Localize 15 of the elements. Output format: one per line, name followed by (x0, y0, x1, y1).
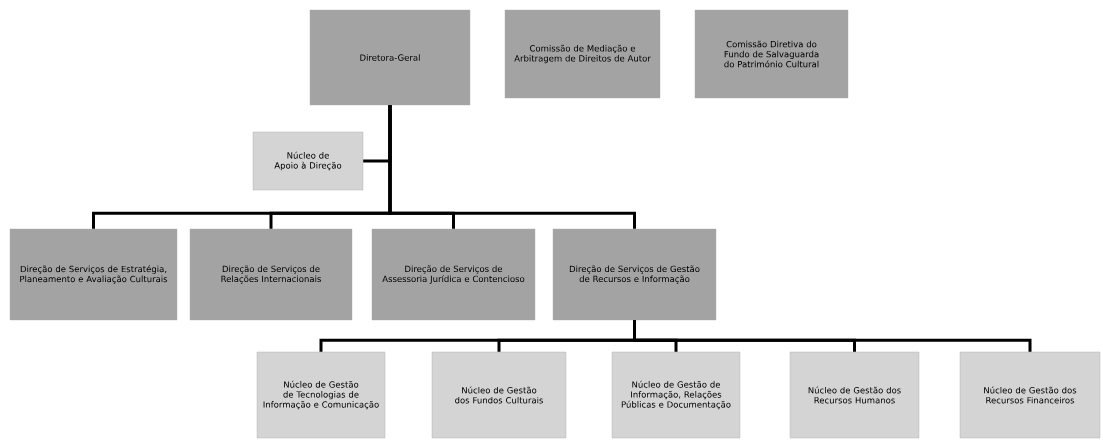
unit-box: Comissão de Mediação e Arbitragem de Direitos de Autor (504, 9, 661, 99)
unit-box: Direção de Serviços de Estratégia, Planeamento e Avaliação Culturais (9, 228, 178, 321)
connector-line (633, 320, 1032, 352)
team-box: Núcleo de Gestão dos Recursos Financeiros (959, 351, 1101, 439)
team-box: Núcleo de Gestão dos Recursos Humanos (789, 351, 920, 439)
unit-box: Direção de Serviços de Gestão de Recursos e Informação (552, 228, 717, 321)
team-box: Núcleo de Apoio à Direção (252, 131, 364, 191)
team-box: Núcleo de Gestão de Tecnologias de Informação e Comunicação (256, 351, 386, 439)
team-box: Núcleo de Gestão de Informação, Relações Públicas e Documentação (611, 351, 741, 439)
unit-box: Direção de Serviços de Relações Internacionais (189, 228, 353, 321)
unit-box: Comissão Diretiva do Fundo de Salvaguarda do Património Cultural (694, 9, 849, 99)
unit-box: Direção de Serviços de Assessoria Jurídica e Contencioso (371, 228, 536, 321)
connector-line (388, 105, 636, 229)
unit-box: Diretora-Geral (309, 9, 471, 106)
team-box: Núcleo de Gestão dos Fundos Culturais (431, 351, 567, 439)
